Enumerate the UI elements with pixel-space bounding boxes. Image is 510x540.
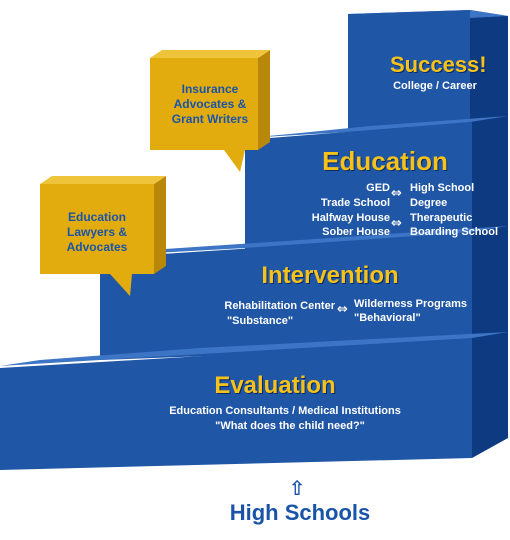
insurance-bubble-line3: Grant Writers	[171, 112, 249, 126]
education-step-side	[472, 116, 508, 240]
insurance-bubble-top	[150, 50, 270, 58]
double-arrow-icon-ged: ⇔	[391, 186, 402, 201]
success-step-front	[348, 10, 470, 138]
insurance-bubble-front	[150, 58, 258, 172]
evaluation-step-side	[472, 332, 508, 458]
intervention-substance: "Substance"	[226, 315, 294, 327]
success-subtitle: College / Career	[393, 80, 477, 92]
education-ged: GED	[366, 182, 390, 194]
education-step-top	[245, 116, 508, 138]
education-therapeutic: Therapeutic	[410, 212, 473, 224]
lawyers-bubble-line1: Education	[67, 210, 126, 224]
double-arrow-icon-rehab: ⇔	[337, 302, 348, 317]
up-arrow-icon: ⇧	[288, 476, 306, 500]
intervention-title: Intervention	[261, 262, 399, 289]
lawyers-bubble-side	[154, 176, 166, 274]
education-high-school: High School	[410, 182, 475, 194]
evaluation-title: Evaluation	[214, 372, 336, 399]
intervention-behavioral: "Behavioral"	[354, 312, 421, 324]
intervention-wilderness: Wilderness Programs	[354, 298, 467, 310]
lawyers-bubble-front	[40, 184, 154, 296]
education-sober-house: Sober House	[322, 226, 390, 238]
evaluation-step-front	[0, 340, 472, 470]
education-boarding-school: Boarding School	[410, 226, 498, 238]
education-step-front	[245, 122, 472, 250]
evaluation-consultants: Education Consultants / Medical Institut…	[169, 405, 401, 417]
success-title: Success!	[390, 52, 487, 77]
lawyers-bubble-line2: Lawyers &	[66, 225, 128, 239]
evaluation-question: "What does the child need?"	[215, 420, 365, 432]
education-title: Education	[322, 146, 448, 176]
education-trade-school: Trade School	[320, 197, 390, 209]
insurance-bubble-side	[258, 50, 270, 150]
success-step-side	[470, 10, 508, 132]
lawyers-bubble-top	[40, 176, 166, 184]
intervention-step-front	[100, 234, 472, 360]
intervention-rehab-center: Rehabilitation Center	[224, 300, 335, 312]
lawyers-bubble-line3: Advocates	[66, 240, 128, 254]
intervention-step-top	[100, 226, 508, 256]
double-arrow-icon-halfway: ⇔	[391, 216, 402, 231]
education-halfway-house: Halfway House	[311, 212, 390, 224]
high-schools-label: High Schools	[229, 500, 371, 525]
insurance-bubble-line1: Insurance	[181, 82, 239, 96]
intervention-step-side	[472, 226, 508, 346]
evaluation-step-top	[0, 332, 508, 366]
insurance-bubble-line2: Advocates &	[173, 97, 247, 111]
education-degree: Degree	[410, 197, 448, 209]
